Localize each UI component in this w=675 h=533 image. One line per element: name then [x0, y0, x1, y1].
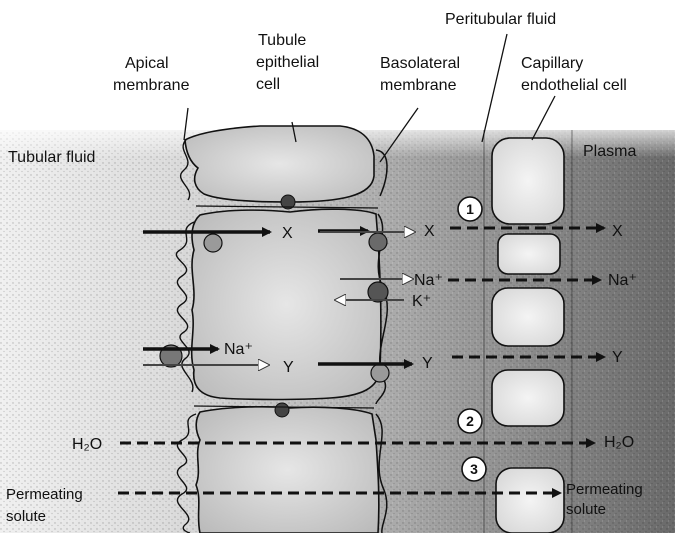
tubule-epithelial-cell-label-line1: Tubule — [258, 32, 306, 49]
lower-epithelial-cell — [196, 407, 379, 533]
h2o-plasma-label: H₂O — [604, 434, 634, 451]
k-peritubular-label: K⁺ — [412, 293, 431, 310]
na-lumen-label: Na⁺ — [224, 341, 253, 358]
tubular-fluid-label: Tubular fluid — [8, 149, 95, 166]
tubule-epithelial-cell-label-line2: epithelial — [256, 54, 319, 71]
na-plasma-label: Na⁺ — [608, 272, 637, 289]
capillary-endothelial-cell-label-line2: endothelial cell — [521, 77, 627, 94]
basolateral-membrane-label-line1: Basolateral — [380, 55, 460, 72]
route-2-label: 2 — [466, 413, 474, 429]
route-1-label: 1 — [466, 201, 474, 217]
y-lumen-label: Y — [283, 359, 294, 376]
permeating-solute-plasma-label-line1: Permeating — [566, 481, 643, 498]
x-peritubular-label: X — [424, 223, 435, 240]
route-3-label: 3 — [470, 461, 478, 477]
apical-membrane-label-line2: membrane — [113, 77, 190, 94]
na-peritubular-label: Na⁺ — [414, 272, 443, 289]
epithelial-cells — [185, 126, 381, 533]
permeating-solute-tubular-label-line2: solute — [6, 508, 46, 525]
permeating-solute-tubular-label-line1: Permeating — [6, 486, 83, 503]
x-lumen-label: X — [282, 225, 293, 242]
plasma-label: Plasma — [583, 143, 636, 160]
y-peritubular-label: Y — [422, 355, 433, 372]
apical-carrier-x — [204, 234, 222, 252]
upper-epithelial-cell — [185, 126, 374, 202]
x-plasma-label: X — [612, 223, 623, 240]
tubule-epithelial-cell-label-line3: cell — [256, 76, 280, 93]
permeating-solute-plasma-label-line2: solute — [566, 501, 606, 518]
y-plasma-label: Y — [612, 349, 623, 366]
basolateral-membrane-label-line2: membrane — [380, 77, 457, 94]
capillary-cell-5 — [496, 468, 564, 533]
capillary-cell-3 — [492, 288, 564, 346]
basolateral-carrier-y — [371, 364, 389, 382]
apical-membrane-label-line1: Apical — [125, 55, 169, 72]
h2o-tubular-label: H₂O — [72, 436, 102, 453]
capillary-cell-2 — [498, 234, 560, 274]
capillary-endothelial-cell-label-line1: Capillary — [521, 55, 583, 72]
capillary-cell-1 — [492, 138, 564, 224]
basolateral-carrier-x — [369, 233, 387, 251]
peritubular-fluid-label: Peritubular fluid — [445, 11, 556, 28]
capillary-cell-4 — [492, 370, 564, 426]
